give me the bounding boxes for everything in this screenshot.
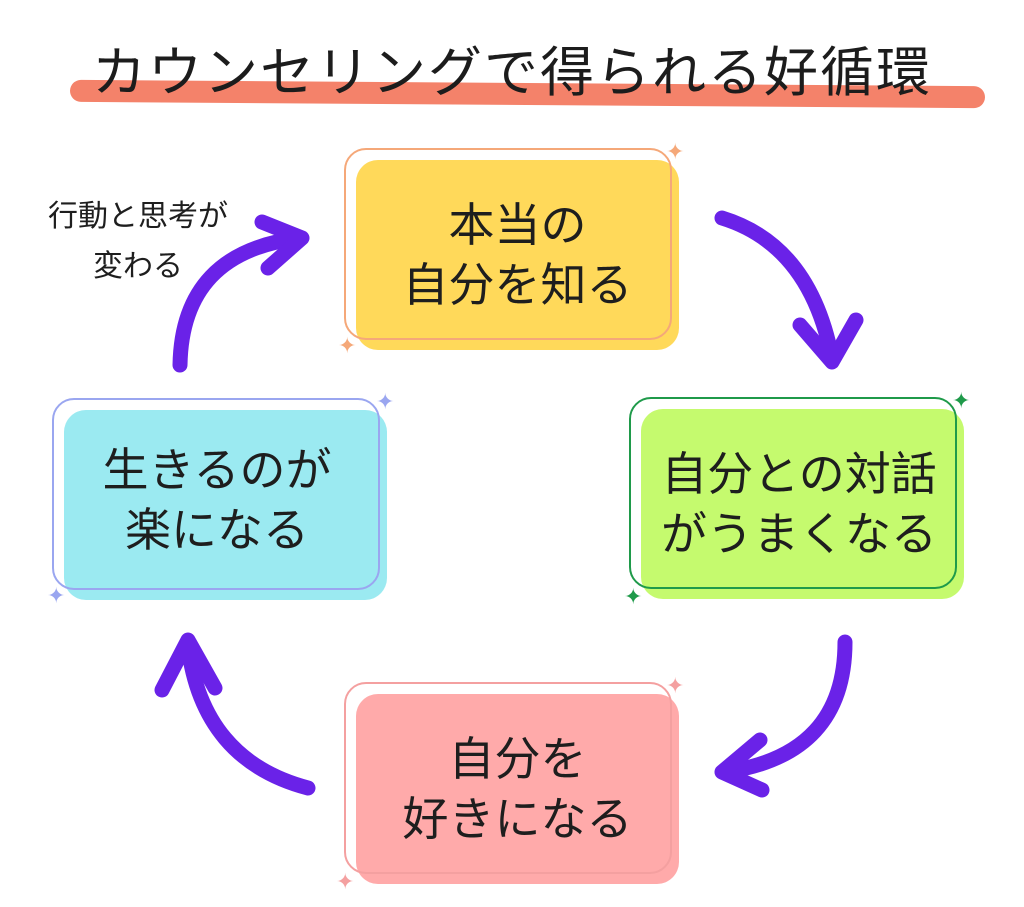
card-label: 本当の 自分を知る: [356, 160, 679, 350]
card-fill: [356, 160, 679, 350]
behavior-note: 行動と思考が 変わる: [18, 192, 258, 292]
card-label: 自分との対話 がうまくなる: [635, 409, 963, 599]
sparkle-icon: ✦: [336, 870, 355, 895]
card-label-line1: 自分を: [448, 732, 587, 786]
note-line1: 行動と思考が: [48, 199, 228, 234]
card-fill: [641, 409, 964, 599]
card-label-line1: 生きるのが: [102, 443, 332, 497]
card-label: 生きるのが 楽になる: [52, 406, 382, 594]
card-label-line1: 自分との対話: [661, 447, 937, 501]
page-title: カウンセリングで得られる好循環: [92, 41, 932, 104]
card-fill: [356, 694, 679, 884]
card-fill: [64, 410, 387, 600]
sparkle-icon: ✦: [47, 584, 66, 609]
curved-arrow-icon: [172, 214, 310, 373]
sparkle-icon: ✦: [666, 674, 685, 699]
card-label: 自分を 好きになる: [356, 694, 679, 884]
card-life-easier: 生きるのが 楽になる: [48, 398, 393, 603]
note-line2: 変わる: [93, 249, 183, 284]
sparkle-icon: ✦: [624, 585, 643, 610]
card-label-line2: 好きになる: [402, 792, 633, 846]
sparkle-icon: ✦: [338, 334, 357, 359]
card-outline: [629, 397, 957, 589]
curved-arrow-icon: [714, 210, 864, 370]
card-label-line2: がうまくなる: [661, 507, 937, 561]
card-label-line1: 本当の: [448, 198, 587, 252]
card-outline: [344, 148, 672, 340]
sparkle-icon: ✦: [952, 389, 971, 414]
card-label-line2: 楽になる: [125, 503, 309, 557]
curved-arrow-icon: [714, 634, 853, 798]
card-outline: [52, 398, 380, 590]
sparkle-icon: ✦: [376, 390, 395, 415]
card-outline: [344, 682, 672, 874]
card-like-yourself: 自分を 好きになる: [340, 682, 685, 887]
curved-arrow-icon: [154, 632, 316, 796]
card-label-line2: 自分を知る: [402, 258, 633, 312]
sparkle-icon: ✦: [666, 140, 685, 165]
card-self-dialogue: 自分との対話 がうまくなる: [625, 397, 970, 602]
card-know-true-self: 本当の 自分を知る: [340, 148, 685, 353]
